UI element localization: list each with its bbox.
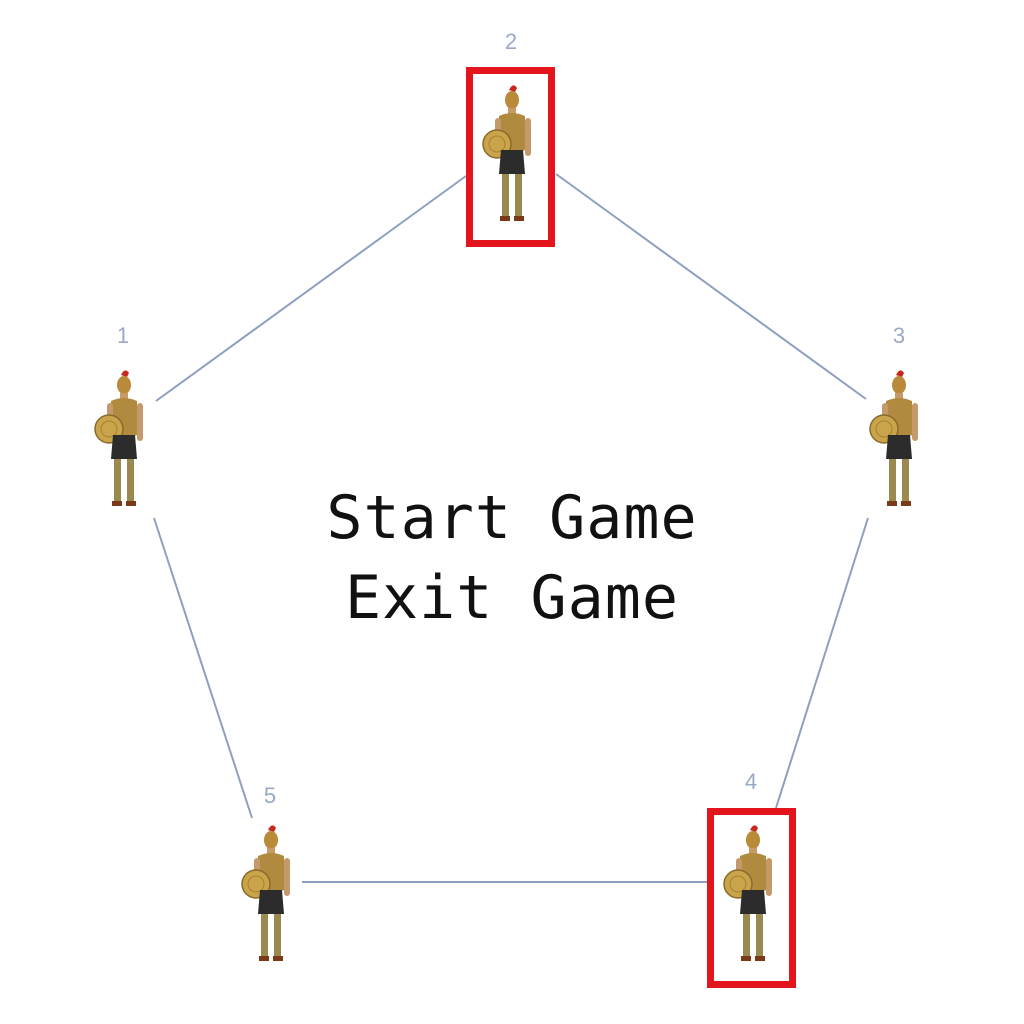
node-number-5: 5: [263, 783, 277, 808]
soldier-5[interactable]: [238, 820, 302, 976]
node-number-3: 3: [892, 323, 906, 348]
spartan-soldier-icon: [482, 85, 531, 221]
exit-game-button[interactable]: Exit Game: [344, 563, 680, 633]
edge-2-3: [555, 173, 867, 400]
spartan-soldier-icon: [94, 370, 143, 506]
soldier-3[interactable]: [866, 365, 930, 521]
spartan-soldier-icon: [869, 370, 918, 506]
node-number-4: 4: [744, 769, 758, 794]
soldier-1[interactable]: [91, 365, 155, 521]
edge-3-4: [775, 517, 869, 809]
soldier-4[interactable]: [720, 820, 784, 976]
soldier-2[interactable]: [479, 80, 543, 236]
node-number-2: 2: [504, 29, 518, 54]
start-game-button[interactable]: Start Game: [326, 483, 698, 553]
spartan-soldier-icon: [723, 825, 772, 961]
edge-1-2: [155, 175, 467, 402]
edge-5-1: [153, 517, 253, 819]
node-number-1: 1: [116, 323, 130, 348]
spartan-soldier-icon: [241, 825, 290, 961]
main-menu: Start Game Exit Game: [262, 478, 762, 638]
